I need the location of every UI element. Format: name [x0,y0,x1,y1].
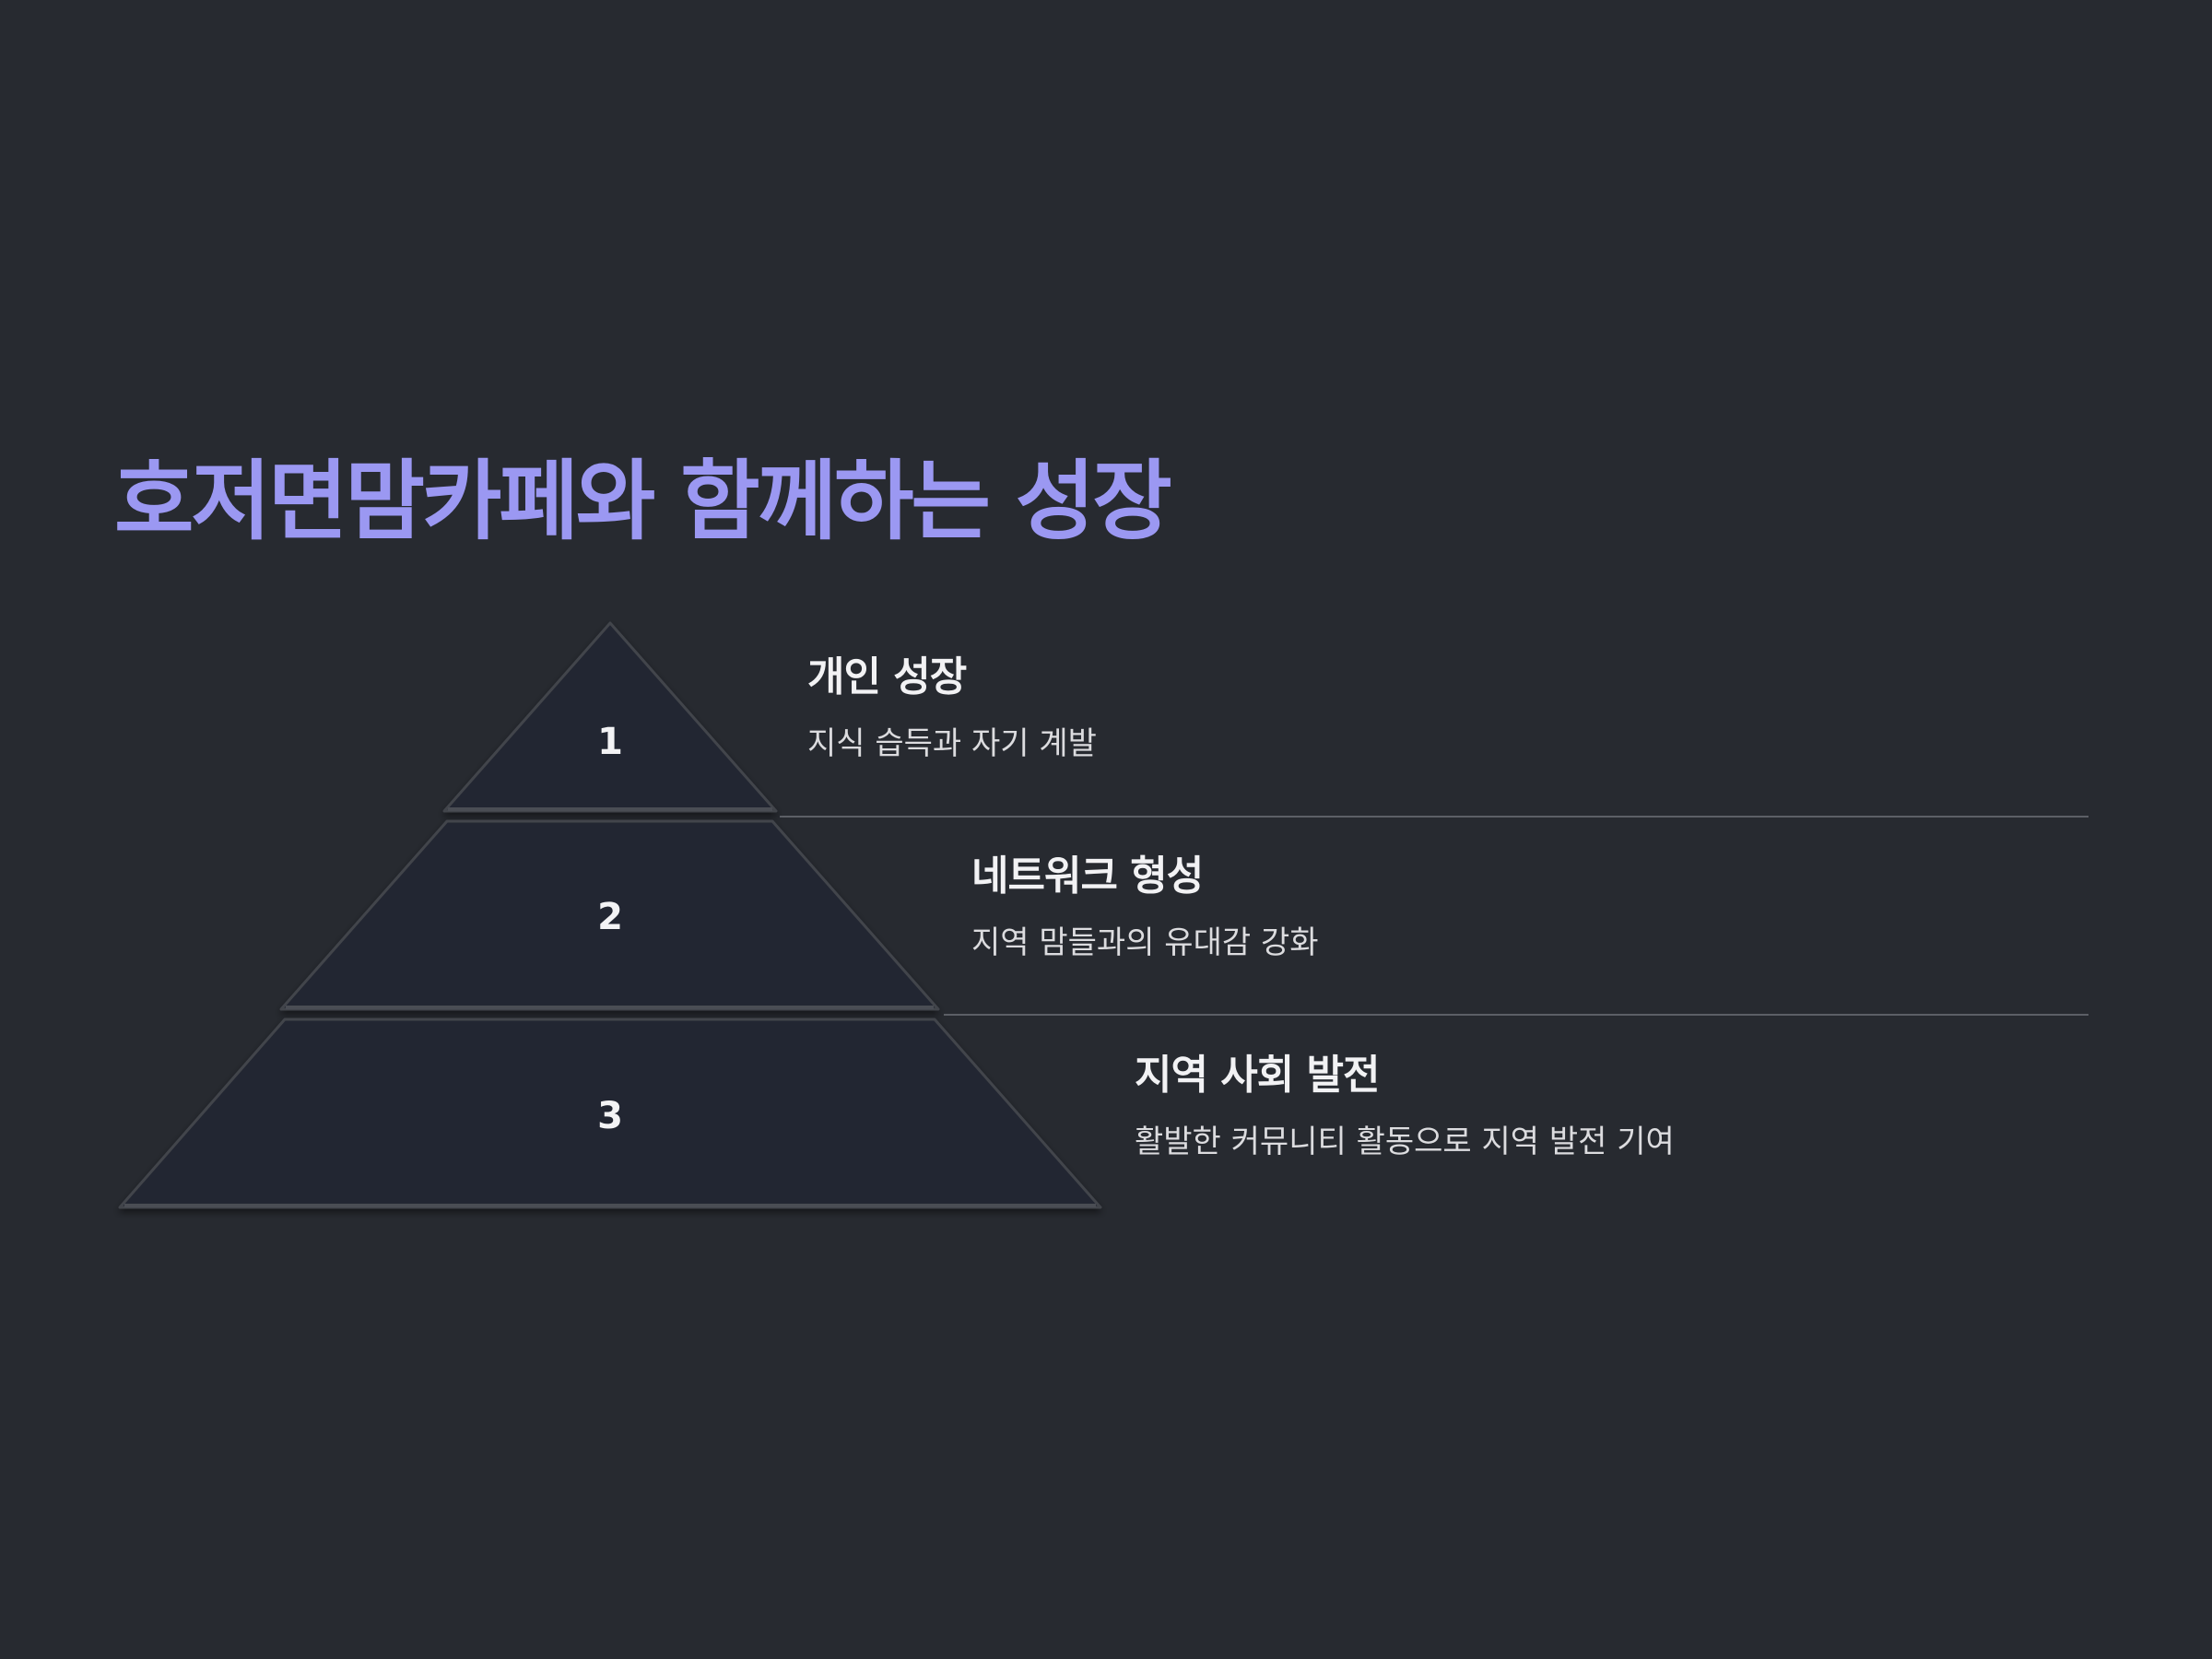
tier-2-description: 지역 맘들과의 유대감 강화 [971,924,1319,961]
tier-1-text: 개인 성장 지식 습득과 자기 계발 [807,652,1097,764]
tier-1-heading: 개인 성장 [807,653,967,700]
tier-3-text: 지역 사회 발전 활발한 커뮤니티 활동으로 지역 발전 기여 [1135,1050,1675,1162]
pyramid-tier-2: 2 [279,819,940,1011]
pyramid-tier-3: 3 [118,1018,1102,1209]
tier-number-3: 3 [597,1095,623,1137]
tier-3-description: 활발한 커뮤니티 활동으로 지역 발전 기여 [1135,1124,1675,1160]
tier-2-heading: 네트워크 형성 [971,853,1204,900]
tier-1-description: 지식 습득과 자기 계발 [807,725,1097,762]
tier-number-2: 2 [597,896,623,938]
pyramid-tier-1: 1 [442,621,778,813]
tier-3-heading: 지역 사회 발전 [1135,1052,1381,1099]
page-title: 호저면맘카페와 함께하는 성장 [114,452,1172,552]
tier-2-text: 네트워크 형성 지역 맘들과의 유대감 강화 [971,851,1319,963]
tier-number-1: 1 [597,721,623,763]
